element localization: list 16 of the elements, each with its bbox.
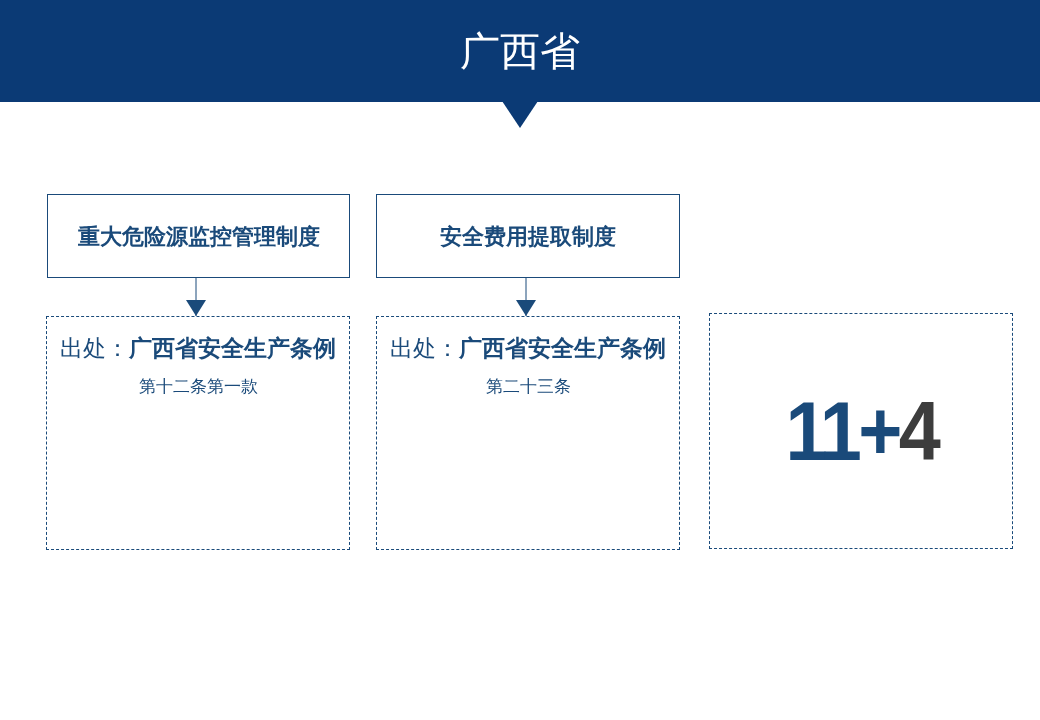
big-number: 11+4 (785, 389, 937, 473)
header-band (0, 0, 1040, 102)
box-heading: 安全费用提取制度 (440, 222, 616, 251)
box-heading: 重大危险源监控管理制度 (77, 222, 320, 251)
source-line: 出处：广西省安全生产条例 (60, 334, 336, 363)
dashed-panel (376, 316, 680, 550)
header-title: 广西省 (460, 31, 580, 71)
dashed-panel (709, 313, 1013, 549)
dashed-panel (46, 316, 350, 550)
source-line: 出处：广西省安全生产条例 (390, 334, 666, 363)
arrow (516, 277, 536, 317)
article-reference: 第十二条第一款 (138, 375, 258, 398)
arrow (186, 277, 206, 317)
article-reference: 第二十三条 (485, 375, 571, 398)
title-box (47, 194, 350, 278)
title-box (376, 194, 680, 278)
